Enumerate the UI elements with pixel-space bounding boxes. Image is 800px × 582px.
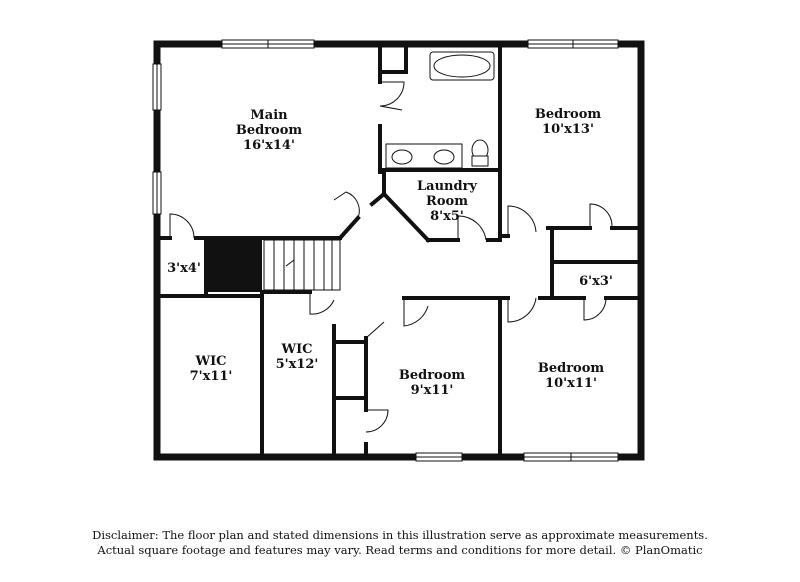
room-label-bedroom-ne: Bedroom 10'x13' [535, 107, 602, 137]
main-bedroom-line1: Main [250, 108, 288, 123]
main-bedroom-dims: 16'x14' [243, 138, 295, 153]
disclaimer-line-2: Actual square footage and features may v… [97, 543, 703, 557]
closet-3x4-dims: 3'x4' [167, 261, 201, 276]
bedroom-se-dims: 10'x11' [545, 376, 597, 391]
room-label-laundry: Laundry Room 8'x5' [417, 179, 477, 224]
stair-opening [206, 238, 262, 292]
main-bedroom-line2: Bedroom [236, 123, 303, 138]
windows [152, 39, 619, 462]
closet-6x3-dims: 6'x3' [579, 274, 613, 289]
doors [169, 81, 613, 433]
laundry-line1: Laundry [417, 179, 477, 194]
bedroom-se-line1: Bedroom [538, 361, 605, 376]
room-label-wic-left: WIC 7'x11' [190, 354, 233, 384]
bedroom-s-line1: Bedroom [399, 368, 466, 383]
exterior-walls [153, 40, 645, 461]
laundry-line2: Room [426, 194, 468, 209]
staircase [263, 239, 341, 291]
bedroom-s-dims: 9'x11' [411, 383, 454, 398]
room-label-bedroom-s: Bedroom 9'x11' [399, 368, 466, 398]
bedroom-ne-line1: Bedroom [535, 107, 602, 122]
bedroom-ne-dims: 10'x13' [542, 122, 594, 137]
room-label-closet-3x4: 3'x4' [167, 261, 201, 276]
room-label-closet-6x3: 6'x3' [579, 274, 613, 289]
bath-fixtures [385, 51, 495, 169]
room-label-wic-mid: WIC 5'x12' [276, 342, 319, 372]
room-label-bedroom-se: Bedroom 10'x11' [538, 361, 605, 391]
disclaimer-line-1: Disclaimer: The floor plan and stated di… [92, 528, 708, 542]
wic-left-line1: WIC [194, 354, 226, 369]
wic-left-dims: 7'x11' [190, 369, 233, 384]
wic-mid-dims: 5'x12' [276, 357, 319, 372]
laundry-dims: 8'x5' [430, 209, 464, 224]
wic-mid-line1: WIC [280, 342, 312, 357]
room-label-main-bedroom: Main Bedroom 16'x14' [236, 108, 303, 153]
